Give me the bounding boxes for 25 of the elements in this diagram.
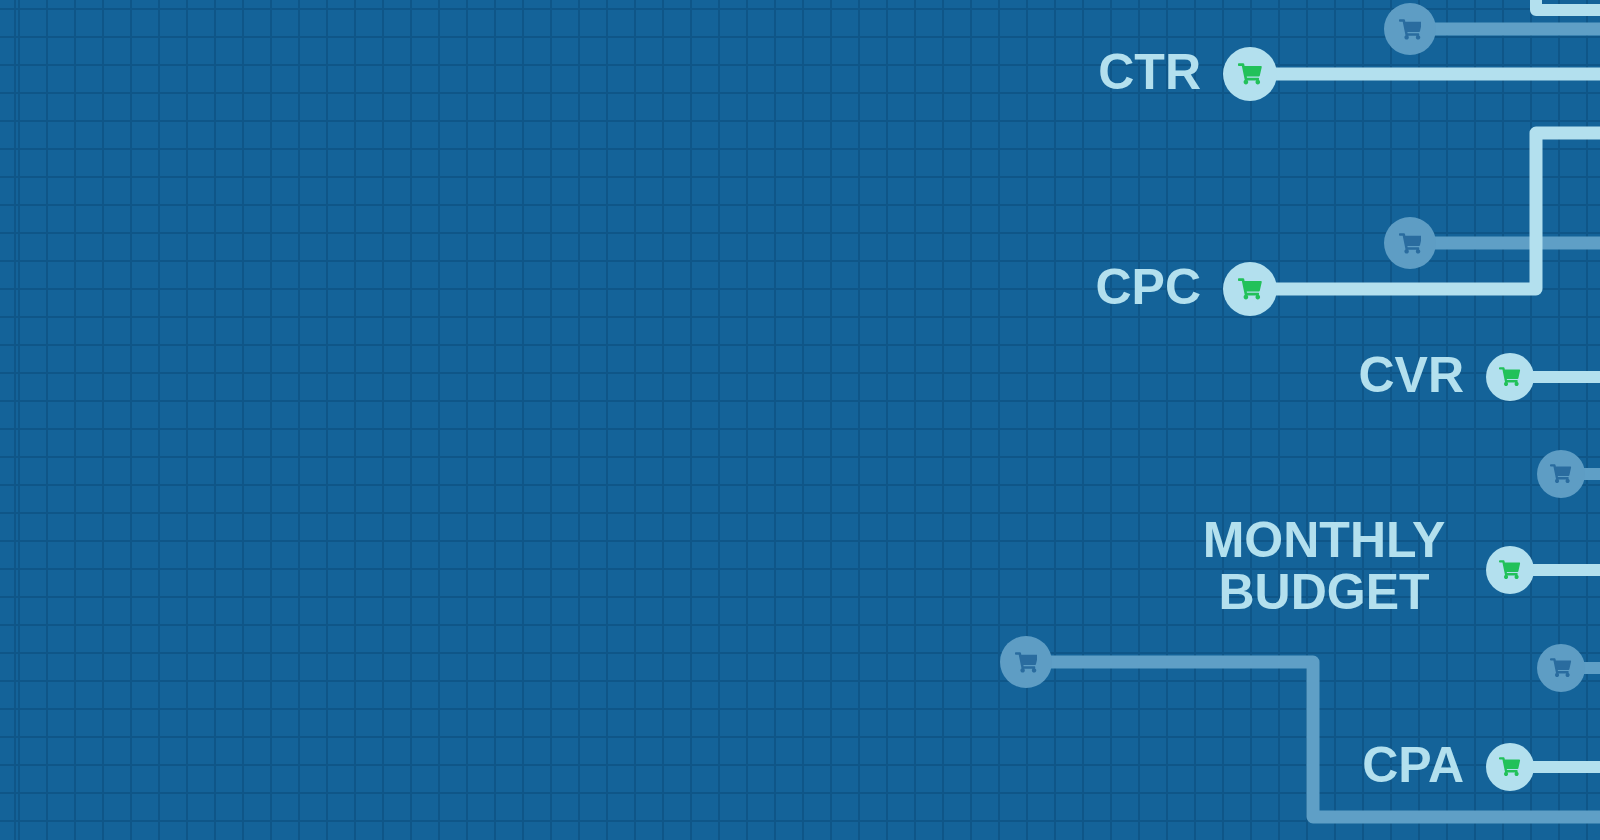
connector-line [1532, 761, 1600, 773]
metric-label: CPC [1095, 261, 1201, 313]
cart-node [1000, 636, 1052, 688]
connector-line [1434, 22, 1600, 36]
metric-label: CTR [1098, 46, 1201, 98]
metric-label: CVR [1358, 349, 1464, 401]
cart-node [1486, 743, 1534, 791]
cart-node [1223, 47, 1277, 101]
cart-node [1384, 3, 1436, 55]
metric-label: MONTHLY BUDGET [1201, 514, 1447, 618]
cart-node [1384, 217, 1436, 269]
cart-node [1223, 262, 1277, 316]
connector-line [1532, 371, 1600, 383]
connector-line [1275, 67, 1600, 81]
connector-line [1434, 236, 1600, 250]
cart-node [1486, 353, 1534, 401]
connector-line [1583, 662, 1600, 674]
connector-line [1275, 126, 1600, 296]
metric-label: CPA [1362, 739, 1464, 791]
cart-node [1537, 644, 1585, 692]
cart-node [1486, 546, 1534, 594]
connector-line [1583, 468, 1600, 480]
connector-line [1532, 564, 1600, 576]
connector-line [1050, 655, 1600, 824]
cart-node [1537, 450, 1585, 498]
